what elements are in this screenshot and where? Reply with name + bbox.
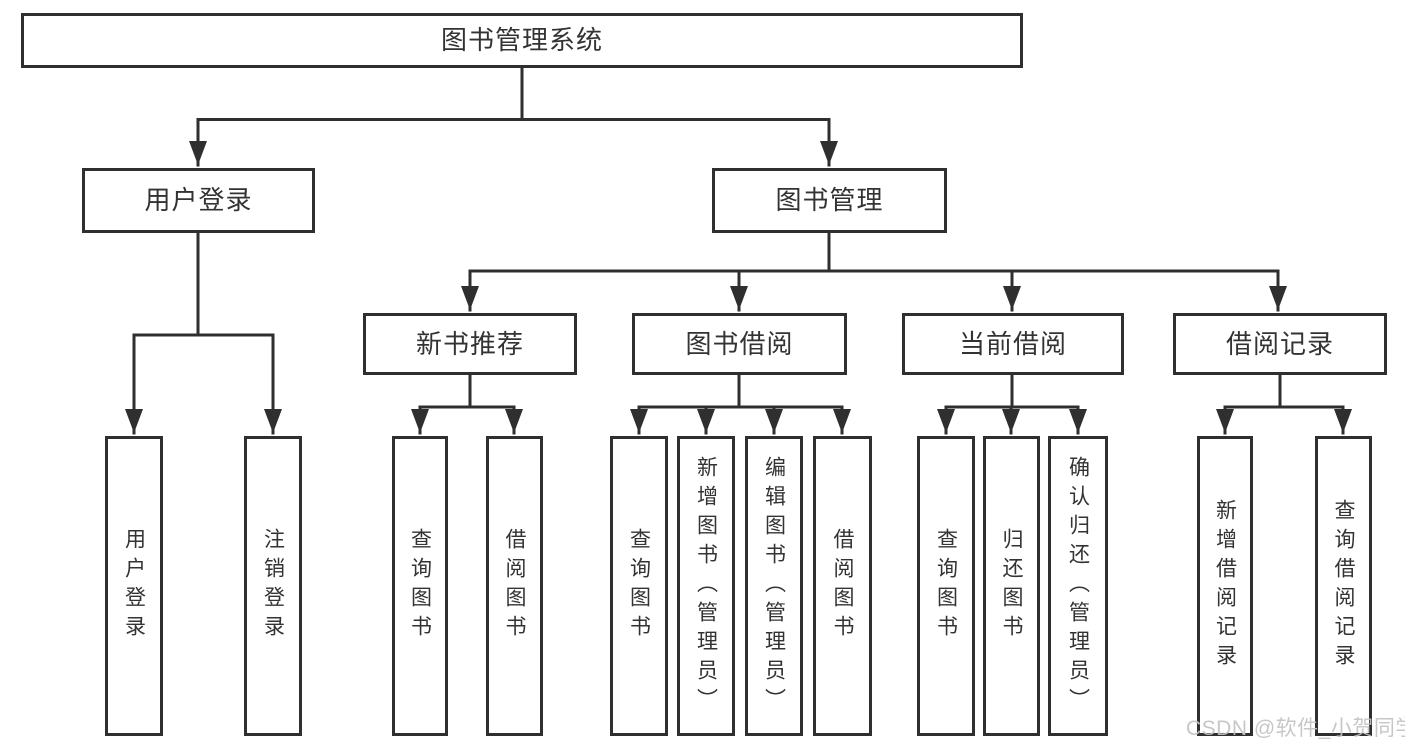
connector-current-borrowing-children — [937, 373, 1087, 435]
node-new-book-recommendation: 新书推荐 — [363, 313, 577, 375]
node-borrowing-records: 借阅记录 — [1173, 313, 1387, 375]
node-leaf-return-books: 归还图书 — [983, 436, 1040, 736]
node-leaf-borrow-books-borrowing: 借阅图书 — [813, 436, 872, 736]
node-leaf-edit-books-admin: 编辑图书（管理员） — [745, 436, 803, 736]
connector-user-login-children — [125, 231, 282, 435]
node-current-borrowing: 当前借阅 — [902, 313, 1124, 375]
node-leaf-add-borrow-record: 新增借阅记录 — [1197, 436, 1253, 736]
connector-new-book-recommendation-children — [411, 373, 523, 435]
node-user-login: 用户登录 — [82, 168, 315, 233]
node-book-management: 图书管理 — [712, 168, 947, 233]
node-leaf-query-borrow-record: 查询借阅记录 — [1315, 436, 1372, 736]
connector-borrowing-records-children — [1216, 373, 1352, 435]
node-library-management-system: 图书管理系统 — [21, 13, 1023, 68]
node-leaf-query-books-current: 查询图书 — [917, 436, 975, 736]
node-leaf-query-books-recommend: 查询图书 — [392, 436, 448, 736]
csdn-watermark: CSDN @软件_小贺同学 — [1186, 717, 1405, 740]
node-leaf-add-books-admin: 新增图书（管理员） — [677, 436, 735, 736]
connector-book-management-children — [461, 231, 1287, 312]
connector-book-borrowing-children — [630, 373, 851, 435]
node-leaf-confirm-return-admin: 确认归还（管理员） — [1048, 436, 1108, 736]
node-leaf-user-login: 用户登录 — [105, 436, 163, 736]
connector-root-to-level2 — [189, 66, 838, 167]
node-leaf-query-books-borrowing: 查询图书 — [610, 436, 668, 736]
node-book-borrowing: 图书借阅 — [632, 313, 847, 375]
node-leaf-borrow-books-recommend: 借阅图书 — [486, 436, 543, 736]
node-leaf-logout: 注销登录 — [244, 436, 302, 736]
